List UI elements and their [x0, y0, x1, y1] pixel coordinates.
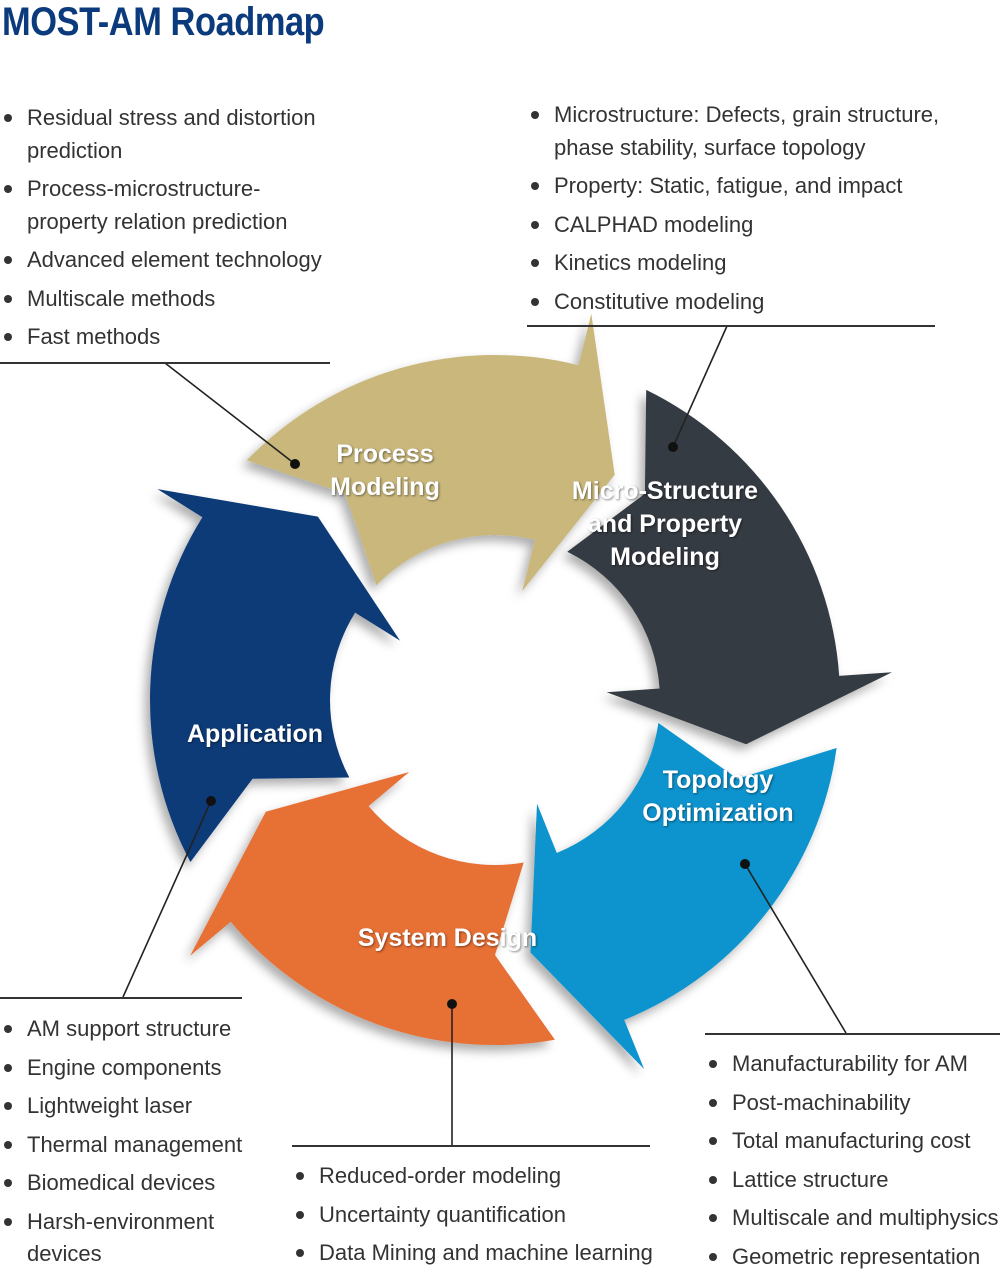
leader-lines [122, 325, 847, 1145]
process-leader [164, 362, 296, 465]
list-item: CALPHAD modeling [527, 209, 947, 242]
microstructure-leader-dot [668, 442, 678, 452]
topology-optimization-arrow [530, 723, 837, 1069]
list-item: Thermal management [0, 1129, 245, 1162]
cycle-arrows [149, 313, 892, 1069]
list-item: Post-machinability [705, 1087, 1000, 1120]
topology-leader [744, 863, 847, 1034]
process-modeling-list: Residual stress and distortion predictio… [0, 102, 330, 360]
list-item: Fast methods [0, 321, 330, 354]
application-leader [122, 800, 212, 998]
list-item: Lightweight laser [0, 1090, 245, 1123]
list-item: Biomedical devices [0, 1167, 245, 1200]
microstructure-modeling-arrow [567, 389, 892, 745]
stage-label-process-modeling: Process Modeling [330, 440, 440, 501]
list-item: Reduced-order modeling [292, 1160, 672, 1193]
system-design-list: Reduced-order modeling Uncertainty quant… [292, 1160, 672, 1276]
system-design-list-divider [292, 1145, 650, 1147]
system-design-leader-dot [447, 999, 457, 1009]
application-list: AM support structure Engine components L… [0, 1013, 245, 1277]
list-item: Kinetics modeling [527, 247, 947, 280]
topology-list-divider [705, 1033, 1000, 1035]
microstructure-list-divider [527, 325, 935, 327]
list-item: Residual stress and distortion predictio… [0, 102, 330, 167]
list-item: AM support structure [0, 1013, 245, 1046]
stage-label-microstructure-modeling: Micro-Structure and Property Modeling [571, 477, 759, 571]
stage-label-system-design: System Design [357, 924, 538, 952]
page-title: MOST-AM Roadmap [2, 0, 325, 44]
process-leader-dot [290, 459, 300, 469]
list-item: Lattice structure [705, 1164, 1000, 1197]
list-item: Data Mining and machine learning [292, 1237, 672, 1270]
list-item: Property: Static, fatigue, and impact [527, 170, 947, 203]
application-arrow [149, 489, 400, 862]
microstructure-modeling-list: Microstructure: Defects, grain structure… [527, 99, 947, 324]
list-item: Geometric representation [705, 1241, 1000, 1274]
process-modeling-arrow [246, 313, 615, 592]
stage-label-application: Application [186, 720, 324, 748]
list-item: Uncertainty quantification [292, 1199, 672, 1232]
list-item: Multiscale and multiphysics [705, 1202, 1000, 1235]
topology-leader-dot [740, 859, 750, 869]
list-item: Microstructure: Defects, grain structure… [527, 99, 947, 164]
list-item: Harsh-environment devices [0, 1206, 245, 1271]
list-item: Total manufacturing cost [705, 1125, 1000, 1158]
stage-label-topology-optimization: Topology Optimization [642, 766, 794, 827]
application-leader-dot [206, 796, 216, 806]
list-item: Process-microstructure-property relation… [0, 173, 330, 238]
list-item: Engine components [0, 1052, 245, 1085]
application-list-divider [0, 997, 242, 999]
list-item: Multiscale methods [0, 283, 330, 316]
list-item: Advanced element technology [0, 244, 330, 277]
microstructure-leader [672, 325, 728, 448]
process-list-divider [0, 362, 330, 364]
list-item: Manufacturability for AM [705, 1048, 1000, 1081]
topology-optimization-list: Manufacturability for AM Post-machinabil… [705, 1048, 1000, 1279]
system-design-arrow [190, 772, 555, 1046]
list-item: Constitutive modeling [527, 286, 947, 319]
